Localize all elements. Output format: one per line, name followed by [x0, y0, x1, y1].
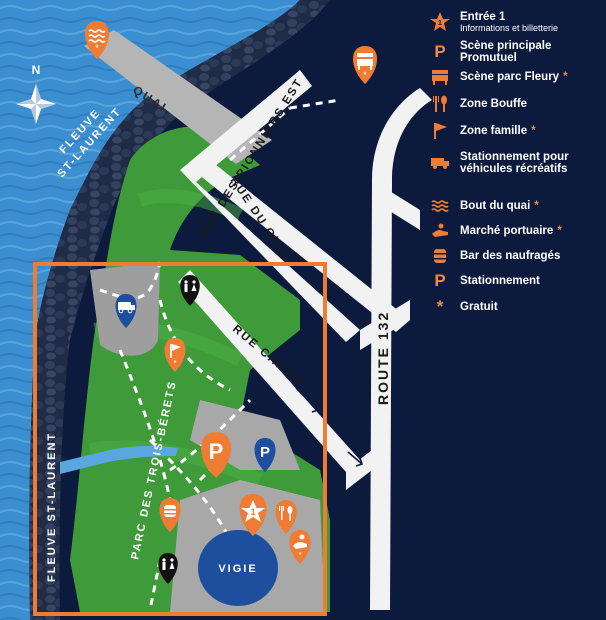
free-star-icon: *	[173, 359, 176, 368]
p-stage-icon: P	[209, 439, 224, 464]
restroom-icon	[162, 558, 175, 570]
road-132-branch-2	[360, 300, 410, 350]
route-132-label: ROUTE 132	[375, 311, 391, 405]
asterisk-icon: *	[436, 297, 444, 316]
hand-icon	[293, 534, 307, 549]
road-caron	[178, 270, 360, 472]
vigie-label: VIGIE	[218, 563, 257, 575]
marker-stationnement[interactable]: P	[254, 438, 276, 472]
barrel-icon	[164, 505, 176, 517]
barrel-icon	[428, 244, 452, 268]
pin-shape	[201, 432, 231, 478]
rocky-shore	[29, 0, 331, 620]
site-frame	[33, 262, 327, 616]
star-icon	[241, 500, 265, 522]
legend-item-zone-famille: Zone famille*	[428, 119, 604, 143]
road-132-branch-3	[346, 450, 372, 490]
vigie-pond	[198, 530, 278, 606]
rv-icon	[118, 302, 135, 314]
legend-label: Stationnement pour véhicules récréatifs	[460, 151, 569, 175]
legend-label: Stationnement	[460, 275, 540, 287]
marker-marche-portuaire[interactable]: *	[289, 530, 311, 564]
flag-icon	[170, 344, 181, 358]
free-star-icon: *	[534, 200, 539, 212]
river-water	[0, 0, 300, 620]
legend-label: Bout du quai*	[460, 200, 539, 212]
hand-icon	[428, 219, 452, 243]
marker-toilettes-nord[interactable]	[180, 275, 200, 306]
pin-shape	[254, 438, 276, 472]
road-arrow	[295, 387, 320, 413]
pin-shape	[164, 338, 186, 372]
marker-bar-naufrages[interactable]	[159, 498, 181, 532]
legend-label: Entrée 1 Informations et billetterie	[460, 11, 559, 33]
rv-icon	[428, 151, 452, 175]
legend-item-marche-portuaire: Marché portuaire*	[428, 219, 604, 243]
entrance-number: 1	[250, 507, 255, 517]
road-arrow	[345, 295, 355, 305]
marker-stationnement-vr[interactable]	[115, 294, 137, 328]
free-star-icon: *	[95, 43, 99, 53]
parking-icon: P	[434, 271, 446, 290]
waves-icon	[88, 29, 106, 43]
legend-item-scene-parc-fleury: Scène parc Fleury*	[428, 65, 604, 89]
free-star-icon: *	[531, 125, 536, 137]
svg-text:1: 1	[438, 20, 442, 27]
quai-pier	[84, 30, 272, 164]
compass-icon	[16, 84, 56, 124]
free-star-icon: *	[363, 70, 367, 80]
stage-icon	[357, 53, 373, 70]
free-star-icon: *	[563, 71, 568, 83]
road-quai	[198, 160, 410, 332]
food-icon	[279, 506, 293, 521]
marker-scene-principale[interactable]: P	[201, 432, 231, 478]
food-icon	[428, 92, 452, 116]
legend-item-stationnement: P Stationnement	[428, 269, 604, 293]
marker-bout-du-quai[interactable]: *	[85, 21, 109, 59]
legend-item-stationnement-vr: Stationnement pour véhicules récréatifs	[428, 151, 604, 175]
parking-icon: P	[260, 444, 270, 461]
legend-item-scene-principale: P Scène principale Promutuel	[428, 40, 604, 64]
legend-label: Marché portuaire*	[460, 225, 562, 237]
legend-label: Scène parc Fleury*	[460, 71, 568, 83]
road-pionniers-lower	[180, 170, 360, 342]
compass-north-label: N	[32, 63, 41, 77]
marker-scene-parc-fleury[interactable]: *	[353, 46, 377, 84]
legend-label: Bar des naufragés	[460, 250, 561, 262]
waves-icon	[428, 194, 452, 218]
free-star-icon: *	[298, 551, 301, 560]
legend-item-bout-du-quai: Bout du quai*	[428, 194, 604, 218]
star-icon: 1	[428, 10, 452, 34]
road-132-branch-1	[372, 180, 420, 230]
road-pionniers	[180, 70, 312, 182]
marker-toilettes-sud[interactable]	[158, 553, 178, 584]
legend-label: Scène principale Promutuel	[460, 40, 552, 64]
legend-item-gratuit: * Gratuit	[428, 295, 604, 319]
legend-item-zone-bouffe: Zone Bouffe	[428, 92, 604, 116]
restroom-icon	[184, 280, 197, 292]
legend-item-entree-1: 1 Entrée 1 Informations et billetterie	[428, 10, 604, 34]
free-star-icon: *	[557, 225, 562, 237]
river-label-left: FLEUVE ST-LAURENT	[46, 432, 58, 582]
legend-label: Gratuit	[460, 301, 498, 313]
marker-zone-famille[interactable]: *	[164, 338, 186, 372]
legend-label: Zone famille*	[460, 125, 536, 137]
road-132-main	[370, 88, 432, 610]
inlet-water	[60, 446, 178, 474]
flag-icon	[428, 119, 452, 143]
legend-label: Zone Bouffe	[460, 98, 528, 110]
p-stage-icon: P	[434, 42, 446, 61]
legend-item-bar-naufrages: Bar des naufragés	[428, 244, 604, 268]
marker-entree-1[interactable]: 1	[239, 494, 267, 536]
stage-icon	[428, 65, 452, 89]
marker-zone-bouffe[interactable]	[275, 500, 297, 534]
road-arrow	[347, 451, 364, 467]
